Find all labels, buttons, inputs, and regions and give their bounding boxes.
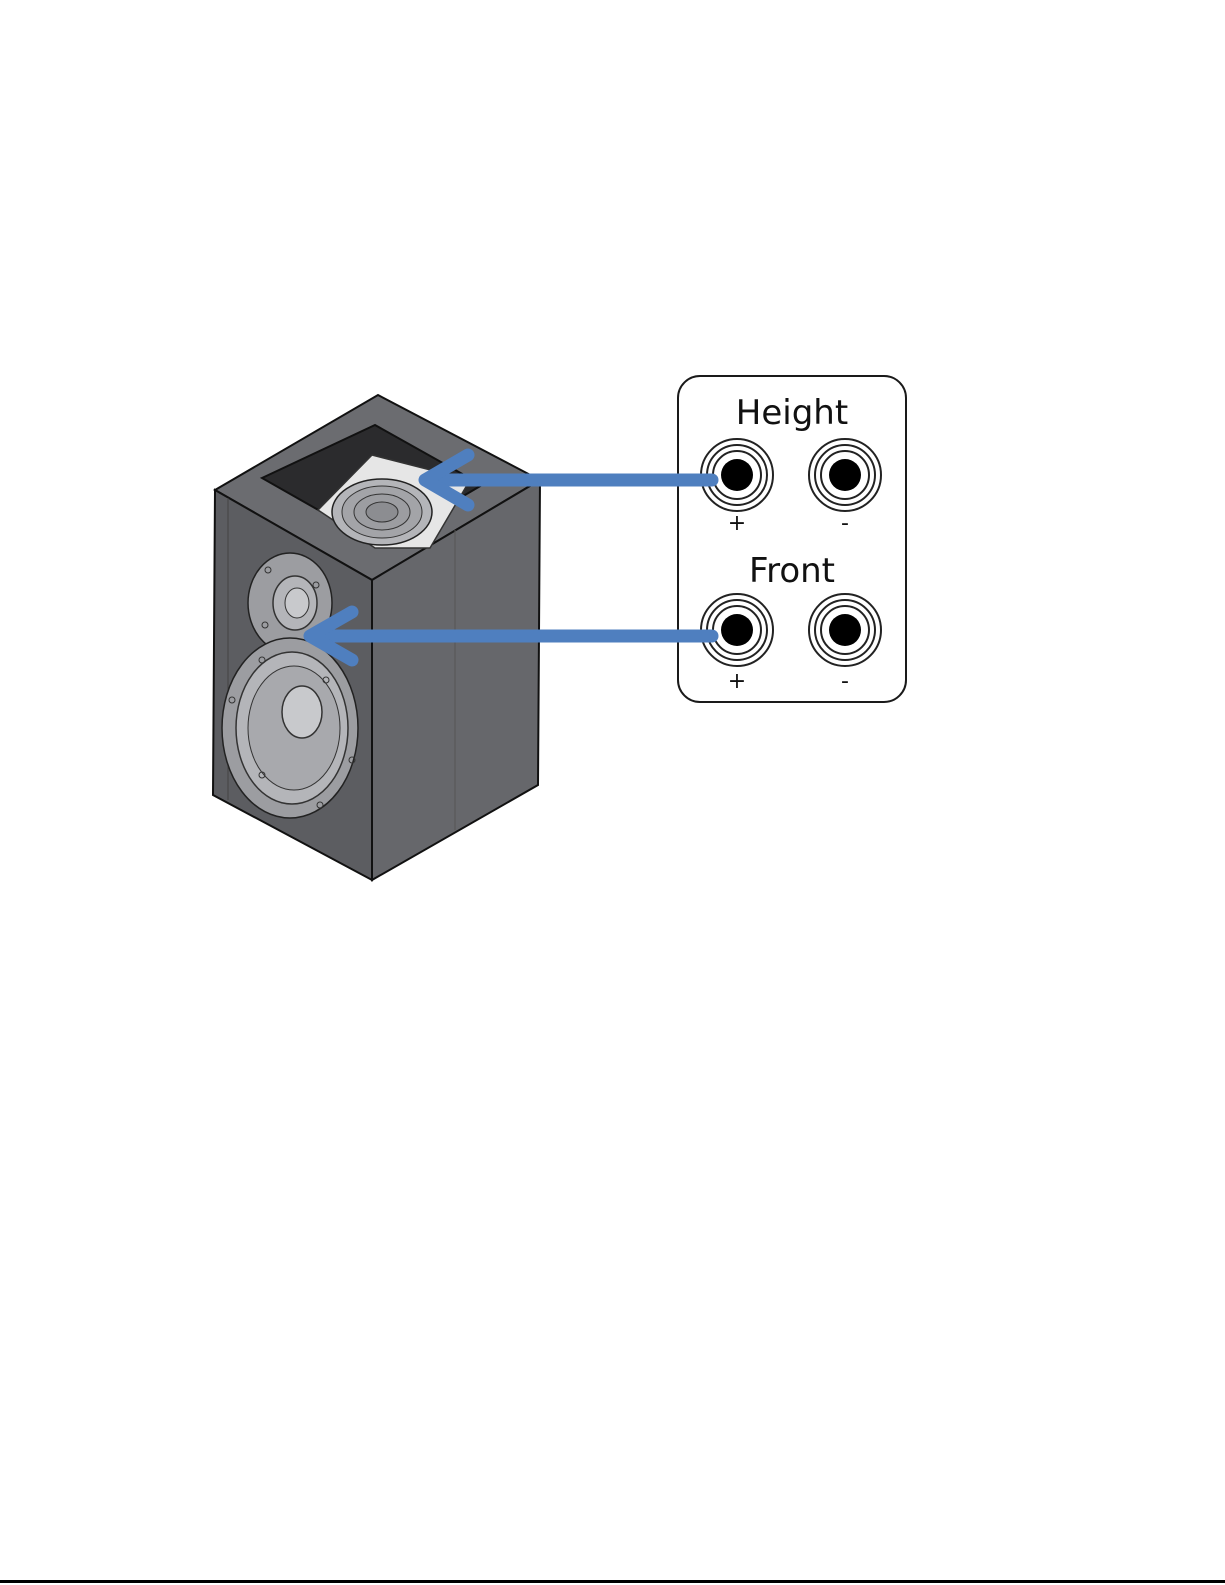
- front-title: Front: [749, 551, 835, 591]
- front-positive-label: +: [728, 669, 746, 694]
- height-negative-terminal[interactable]: [809, 439, 881, 511]
- woofer: [222, 638, 358, 818]
- top-driver: [332, 479, 432, 545]
- front-negative-terminal[interactable]: [809, 594, 881, 666]
- terminal-panel: Height + - Front + -: [678, 376, 906, 702]
- height-negative-label: -: [841, 511, 849, 536]
- height-title: Height: [736, 393, 848, 433]
- front-negative-label: -: [841, 669, 849, 694]
- height-positive-label: +: [728, 511, 746, 536]
- page-bottom-rule: [0, 1580, 1225, 1583]
